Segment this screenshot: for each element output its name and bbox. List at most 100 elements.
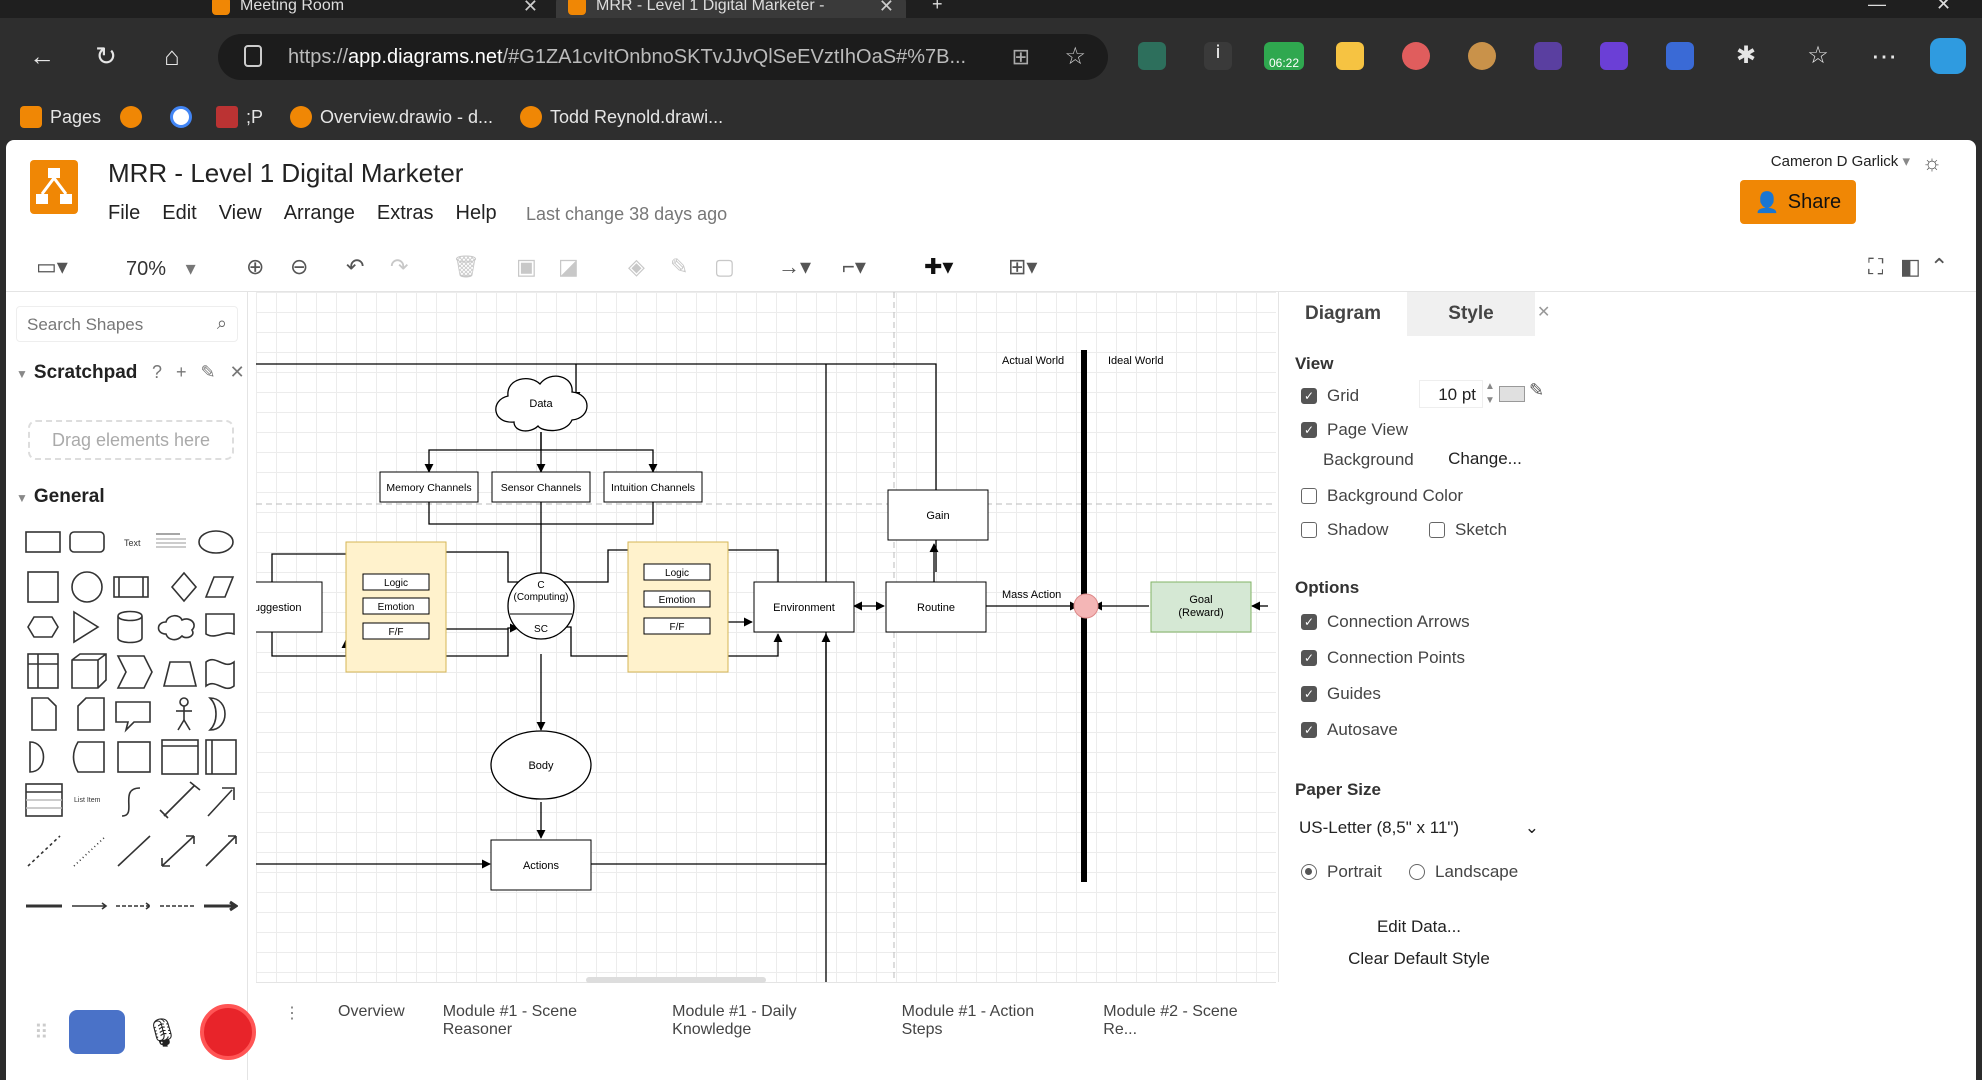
delay-shape[interactable] (29, 741, 45, 773)
more-icon[interactable]: ⋯ (1871, 41, 1897, 71)
link-shape[interactable] (72, 902, 108, 910)
checkbox-checked-icon[interactable]: ✓ (1301, 650, 1317, 666)
theme-sun-icon[interactable]: ☼ (1921, 150, 1942, 175)
home-icon[interactable]: ⌂ (164, 41, 180, 71)
menu-extras[interactable]: Extras (376, 202, 434, 224)
checkbox-checked-icon[interactable]: ✓ (1301, 722, 1317, 738)
eyedropper-icon[interactable]: ✎ (1529, 380, 1545, 400)
display-shape[interactable] (72, 741, 105, 773)
directional-arrow-shape[interactable] (205, 835, 237, 867)
dashed-line-shape[interactable] (27, 835, 61, 867)
dashed-link-shape[interactable] (116, 902, 152, 910)
insert-icon[interactable]: ✚▾ (924, 254, 954, 279)
bookmark-pages[interactable]: Pages (20, 106, 101, 128)
page-tab-module1-scene[interactable]: Module #1 - Scene Reasoner (442, 1003, 577, 1038)
ellipse-shape[interactable] (198, 530, 234, 554)
close-window-icon[interactable]: ✕ (1936, 0, 1952, 14)
search-icon[interactable]: ⌕ (216, 313, 227, 333)
close-icon[interactable]: ✕ (229, 362, 245, 382)
sketch-option[interactable]: Sketch (1429, 520, 1507, 540)
extension-cookie-icon[interactable] (1468, 42, 1496, 70)
rectangle-shape[interactable] (25, 531, 61, 553)
memory-channels-box[interactable]: Memory Channels (379, 471, 479, 503)
menu-help[interactable]: Help (455, 202, 497, 224)
or-shape[interactable] (208, 697, 226, 731)
text-shape[interactable]: Text (124, 538, 141, 548)
scratchpad-header[interactable]: ▼Scratchpad (16, 362, 137, 384)
environment-box[interactable]: Environment (753, 581, 855, 633)
menu-view[interactable]: View (218, 202, 262, 224)
format-panel-icon[interactable]: ▭▾ (36, 254, 68, 279)
radio-selected-icon[interactable] (1301, 864, 1317, 880)
fullscreen-icon[interactable]: ⛶ (1868, 254, 1884, 279)
copilot-icon[interactable] (1930, 38, 1966, 74)
fill-color-icon[interactable]: ◈ (628, 254, 645, 279)
list-item-shape[interactable]: List Item (74, 797, 101, 804)
minimize-icon[interactable]: — (1868, 0, 1886, 14)
browser-tab-mrr[interactable]: MRR - Level 1 Digital Marketer - ✕ (556, 0, 906, 18)
extension-icon[interactable]: ⅰ (1204, 42, 1232, 70)
checkbox-unchecked-icon[interactable] (1301, 488, 1317, 504)
extensions-puzzle-icon[interactable]: ✱ (1735, 42, 1757, 69)
card-shape[interactable] (77, 697, 105, 731)
to-back-icon[interactable]: ◪ (558, 254, 579, 279)
intuition-channels-box[interactable]: Intuition Channels (603, 471, 703, 503)
body-ellipse[interactable]: Body (490, 730, 592, 800)
actual-world-label[interactable]: Actual World (1002, 355, 1064, 367)
camera-icon[interactable] (68, 1010, 125, 1054)
extension-people-icon[interactable] (1336, 42, 1364, 70)
favorites-icon[interactable]: ☆ (1807, 42, 1829, 69)
extension-n-icon[interactable] (1138, 42, 1166, 70)
dotted-line-shape[interactable] (73, 835, 107, 867)
actor-shape[interactable] (176, 697, 192, 731)
intersection-node[interactable] (1073, 593, 1099, 619)
edit-icon[interactable]: ✎ (200, 362, 216, 382)
extension-script-icon[interactable] (1534, 42, 1562, 70)
checkbox-checked-icon[interactable]: ✓ (1301, 422, 1317, 438)
address-bar[interactable]: https://app.diagrams.net/#G1ZA1cvItOnbno… (218, 34, 1108, 80)
close-tab-icon[interactable]: ✕ (522, 0, 538, 16)
autosave-option[interactable]: ✓Autosave (1301, 720, 1398, 740)
extension-clock-icon[interactable]: 06:22 (1264, 42, 1304, 70)
cloud-shape[interactable] (157, 614, 195, 641)
tab-style[interactable]: Style (1407, 292, 1535, 336)
paper-size-select[interactable]: US-Letter (8,5" x 11")⌄ (1295, 812, 1547, 846)
bookmark-google[interactable] (170, 106, 192, 128)
microphone-icon[interactable]: 🎙 (144, 1016, 181, 1048)
connection-points-option[interactable]: ✓Connection Points (1301, 648, 1465, 668)
computing-circle[interactable]: C (Computing) SC (507, 572, 575, 640)
ideal-world-label[interactable]: Ideal World (1108, 355, 1163, 367)
grid-color-swatch[interactable] (1499, 386, 1525, 402)
landscape-option[interactable]: Landscape (1409, 862, 1518, 882)
drag-handle-icon[interactable]: ⠿ (34, 1021, 49, 1044)
note-shape[interactable] (31, 697, 57, 731)
menu-arrange[interactable]: Arrange (283, 202, 355, 224)
right-logic-box[interactable]: Logic (643, 563, 711, 581)
goal-box[interactable]: Goal (Reward) (1150, 581, 1252, 633)
step-shape[interactable] (116, 655, 153, 689)
checkbox-checked-icon[interactable]: ✓ (1301, 614, 1317, 630)
to-front-icon[interactable]: ▣ (516, 254, 537, 279)
stop-recording-icon[interactable] (200, 1004, 257, 1060)
triangle-shape[interactable] (73, 610, 100, 644)
zoom-level[interactable]: 70% ▾ (126, 256, 196, 281)
bookmark-overview[interactable]: Overview.drawio - d... (290, 106, 493, 128)
double-arrow-shape[interactable] (161, 835, 195, 867)
list-shape[interactable] (25, 783, 63, 817)
scratchpad-dropzone[interactable]: Drag elements here (28, 420, 234, 460)
table-shape[interactable] (27, 653, 59, 689)
extension-tag-icon[interactable] (1666, 42, 1694, 70)
diamond-shape[interactable] (170, 571, 198, 603)
tab-diagram[interactable]: Diagram (1304, 303, 1382, 324)
suggestion-box[interactable]: Suggestion (256, 581, 323, 633)
extension-pen-icon[interactable] (1600, 42, 1628, 70)
left-ff-box[interactable]: F/F (362, 622, 430, 640)
parallelogram-shape[interactable] (204, 576, 235, 598)
collapse-icon[interactable]: ⌃ (1930, 254, 1949, 279)
left-emotion-box[interactable]: Emotion (362, 597, 430, 615)
search-shapes-input[interactable]: Search Shapes ⌕ (16, 306, 238, 342)
shadow-option[interactable]: Shadow (1301, 520, 1388, 540)
textbox-shape[interactable] (156, 533, 186, 548)
bidirectional-arrow-shape[interactable] (159, 781, 201, 819)
checkbox-checked-icon[interactable]: ✓ (1301, 686, 1317, 702)
